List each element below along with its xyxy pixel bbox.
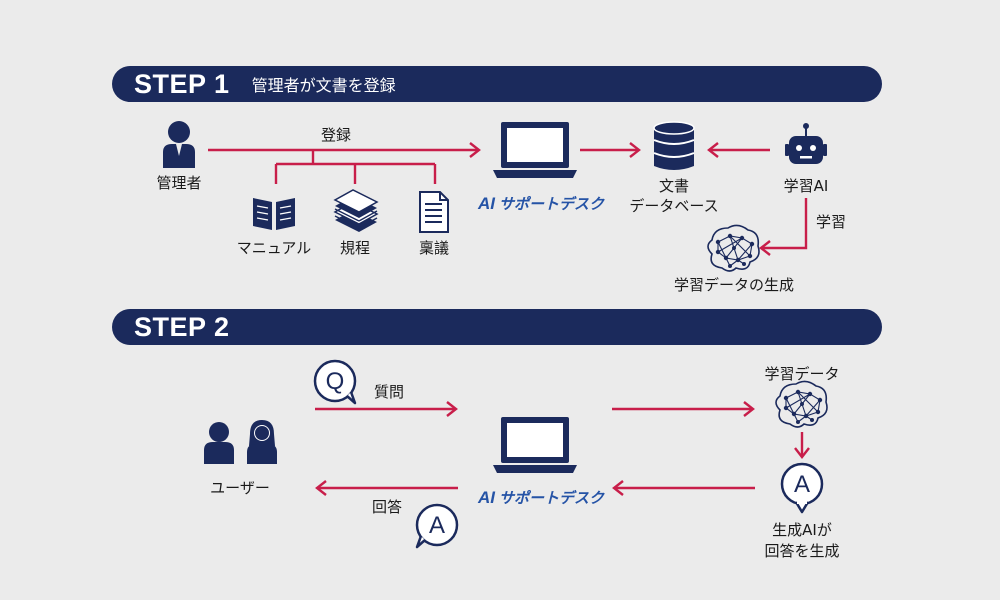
ai-logo-mark-step2: AI: [477, 488, 496, 507]
database-label-line2: データベース: [629, 197, 719, 215]
ai-generate-label-line2: 回答を生成: [764, 542, 840, 560]
laptop-to-db-arrow: [580, 142, 641, 158]
question-bubble-icon: Q: [313, 359, 357, 405]
user-female-icon: [247, 420, 277, 464]
step1-subtitle: 管理者が文書を登録: [251, 76, 396, 95]
robot-label: 学習AI: [783, 177, 829, 195]
manual-book-icon: [253, 198, 295, 230]
q-letter: Q: [326, 368, 345, 395]
proposal-label: 稟議: [418, 239, 450, 257]
learn-arrow: [759, 198, 808, 256]
register-arrow: [208, 142, 481, 158]
admin-person-icon: [163, 121, 195, 168]
answer-arrow: [315, 480, 458, 496]
answer-label: 回答: [372, 498, 403, 516]
users-label: ユーザー: [210, 479, 270, 497]
learning-data-label: 学習データ: [764, 365, 840, 383]
database-label-line1: 文書: [658, 177, 690, 195]
rules-stack-icon: [333, 189, 379, 232]
generate-learning-data-label: 学習データの生成: [673, 276, 795, 294]
database-icon: [653, 121, 695, 170]
laptop-icon-step2: [493, 417, 577, 473]
brain-icon-step2: [775, 380, 828, 428]
ai-logo-mark-step1: AI: [477, 194, 496, 213]
learn-label: 学習: [816, 213, 847, 231]
to-learning-data-arrow: [612, 401, 755, 417]
step2-banner: STEP 2: [112, 309, 882, 345]
step1-label: STEP 1: [134, 68, 230, 99]
step1-banner: STEP 1 管理者が文書を登録: [112, 66, 882, 102]
question-label: 質問: [374, 383, 405, 401]
proposal-document-icon: [419, 191, 449, 233]
admin-label: 管理者: [156, 174, 202, 192]
step2-label: STEP 2: [134, 311, 230, 342]
laptop-icon-step1: [493, 122, 577, 178]
a-letter-right: A: [794, 471, 810, 498]
brain-to-answer-arrow: [794, 432, 810, 459]
support-desk-logo-step2: サポートデスク: [499, 489, 605, 507]
brain-icon-step1: [707, 224, 760, 272]
a-letter-bottom: A: [429, 512, 445, 539]
robot-to-db-arrow: [707, 142, 770, 158]
user-male-icon: [204, 422, 234, 464]
ai-answer-bubble-icon: A: [780, 462, 824, 514]
rules-label: 規程: [339, 239, 371, 257]
answer-bubble-icon: A: [415, 503, 459, 549]
answer-to-laptop-arrow: [612, 480, 755, 496]
robot-icon: [785, 123, 827, 164]
register-label: 登録: [320, 126, 352, 144]
support-desk-logo-step1: サポートデスク: [499, 195, 605, 213]
manual-label: マニュアル: [236, 239, 312, 257]
ai-generate-label-line1: 生成AIが: [772, 521, 832, 539]
doc-branch-lines: [274, 150, 437, 184]
question-arrow: [315, 401, 458, 417]
